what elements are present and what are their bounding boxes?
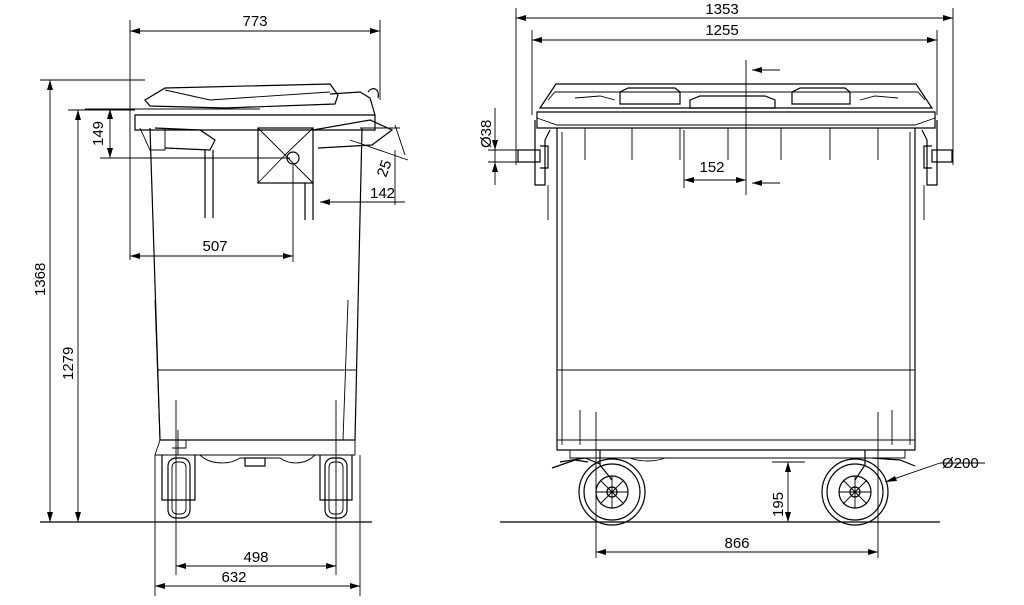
front-trunnion-right [921,120,953,186]
dim-front-wheel-diameter: Ø200 [942,455,979,472]
dim-front-body-width: 1255 [705,22,738,39]
dim-side-wheel-track: 498 [243,549,268,566]
front-view: 1353 1255 Ø38 152 Ø200 195 [478,1,985,558]
side-rim [134,114,376,131]
dim-front-total-width: 1353 [705,1,738,18]
side-view: 773 149 25 142 507 1368 1 [32,13,409,596]
side-base-curve [199,454,316,464]
dim-front-trunnion-diameter: Ø38 [478,120,495,148]
side-front-handle [154,127,216,151]
side-hinge-hook [367,88,379,99]
side-brake-shape [172,439,187,449]
front-lid-handle-right [791,87,851,105]
front-rim [536,111,936,129]
dim-side-body-height: 1279 [60,347,77,380]
side-base [154,439,356,456]
dim-side-lid-offset: 149 [90,121,107,146]
dim-front-wheel-base: 866 [724,535,749,552]
side-lid [144,83,339,109]
side-rim-lip [139,127,166,151]
side-body-edge [154,299,161,441]
side-pivot-block [257,127,314,184]
dim-side-pivot-distance: 507 [202,238,227,255]
front-lid-center [689,95,776,109]
front-body [556,128,916,451]
dim-side-base-width: 632 [221,569,246,586]
dim-side-handle-offset: 142 [370,185,395,202]
side-base-pad [244,457,266,467]
front-lid [538,83,934,109]
side-wheel-left [161,454,196,519]
side-body [149,127,363,441]
dim-side-top-width: 773 [242,13,267,30]
side-lid-hinge [329,91,376,116]
front-lid-handle-left [619,87,681,105]
front-wheel-left [551,450,646,526]
side-pivot-block-cross [257,127,314,184]
dim-side-handle-diameter: 25 [374,158,396,179]
dim-front-lid-gap: 152 [699,159,724,176]
dim-side-total-height: 1368 [32,263,49,296]
side-rear-handle [312,119,394,149]
front-trunnion-left [517,120,551,186]
dim-front-wheel-height: 195 [770,492,787,517]
side-lid-ridge [164,89,331,101]
front-body-ribs [584,128,879,160]
side-body-edge-right [342,299,349,441]
front-wheel-right [821,450,916,526]
